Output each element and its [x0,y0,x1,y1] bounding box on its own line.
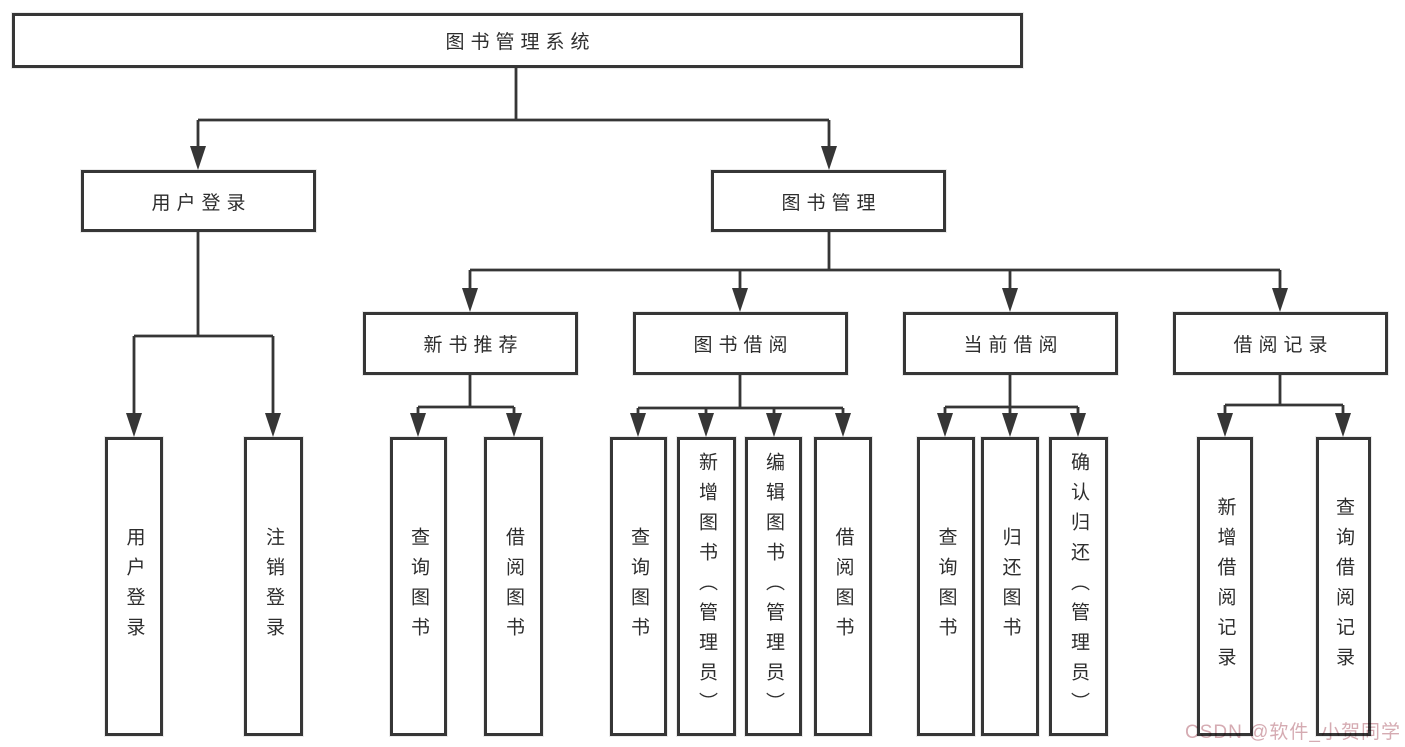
connector-new-book-children [416,375,516,417]
connector-book-management-children [468,232,1282,292]
leaf-label: 查询图书 [628,526,649,647]
leaf-label: 归还图书 [999,526,1021,647]
leaf-label: 确认归还（管理员） [1068,451,1089,722]
leaf-label: 用户登录 [123,526,145,647]
node-user-login: 用户登录 [81,170,316,232]
connector-current-borrow-children [943,375,1080,417]
leaf-label: 借阅图书 [832,526,854,647]
leaf-label: 借阅图书 [503,526,524,647]
node-current-borrow: 当前借阅 [903,312,1118,375]
connector-book-borrow-children [636,375,845,417]
node-book-borrow: 图书借阅 [633,312,848,375]
leaf-label: 新增图书（管理员） [696,451,717,722]
leaf-return-books: 归还图书 [981,437,1039,736]
leaf-label: 注销登录 [263,526,284,647]
leaf-logout: 注销登录 [244,437,303,736]
leaf-query-books-borrow: 查询图书 [610,437,667,736]
csdn-watermark: CSDN @软件_小贺同学 [1185,722,1401,743]
leaf-edit-books-admin: 编辑图书（管理员） [745,437,802,736]
leaf-label: 查询图书 [408,526,429,647]
leaf-add-borrow-record: 新增借阅记录 [1197,437,1253,736]
leaf-add-books-admin: 新增图书（管理员） [677,437,736,736]
leaf-borrow-books: 借阅图书 [814,437,872,736]
leaf-label: 新增借阅记录 [1214,496,1236,677]
connector-root-to-level2 [196,68,831,150]
leaf-user-login: 用户登录 [105,437,163,736]
connector-user-login-children [132,232,275,417]
leaf-confirm-return-admin: 确认归还（管理员） [1049,437,1108,736]
leaf-borrow-books-recommend: 借阅图书 [484,437,543,736]
leaf-label: 查询图书 [935,526,957,647]
leaf-query-books-recommend: 查询图书 [390,437,447,736]
leaf-query-books-current: 查询图书 [917,437,975,736]
leaf-label: 编辑图书（管理员） [763,451,784,722]
leaf-label: 查询借阅记录 [1333,496,1354,677]
node-library-management-system: 图书管理系统 [12,13,1023,68]
connector-borrow-records-children [1223,375,1345,417]
node-book-management: 图书管理 [711,170,946,232]
leaf-query-borrow-record: 查询借阅记录 [1316,437,1371,736]
node-new-book-recommend: 新书推荐 [363,312,578,375]
node-borrow-records: 借阅记录 [1173,312,1388,375]
arrowheads [126,146,1351,437]
